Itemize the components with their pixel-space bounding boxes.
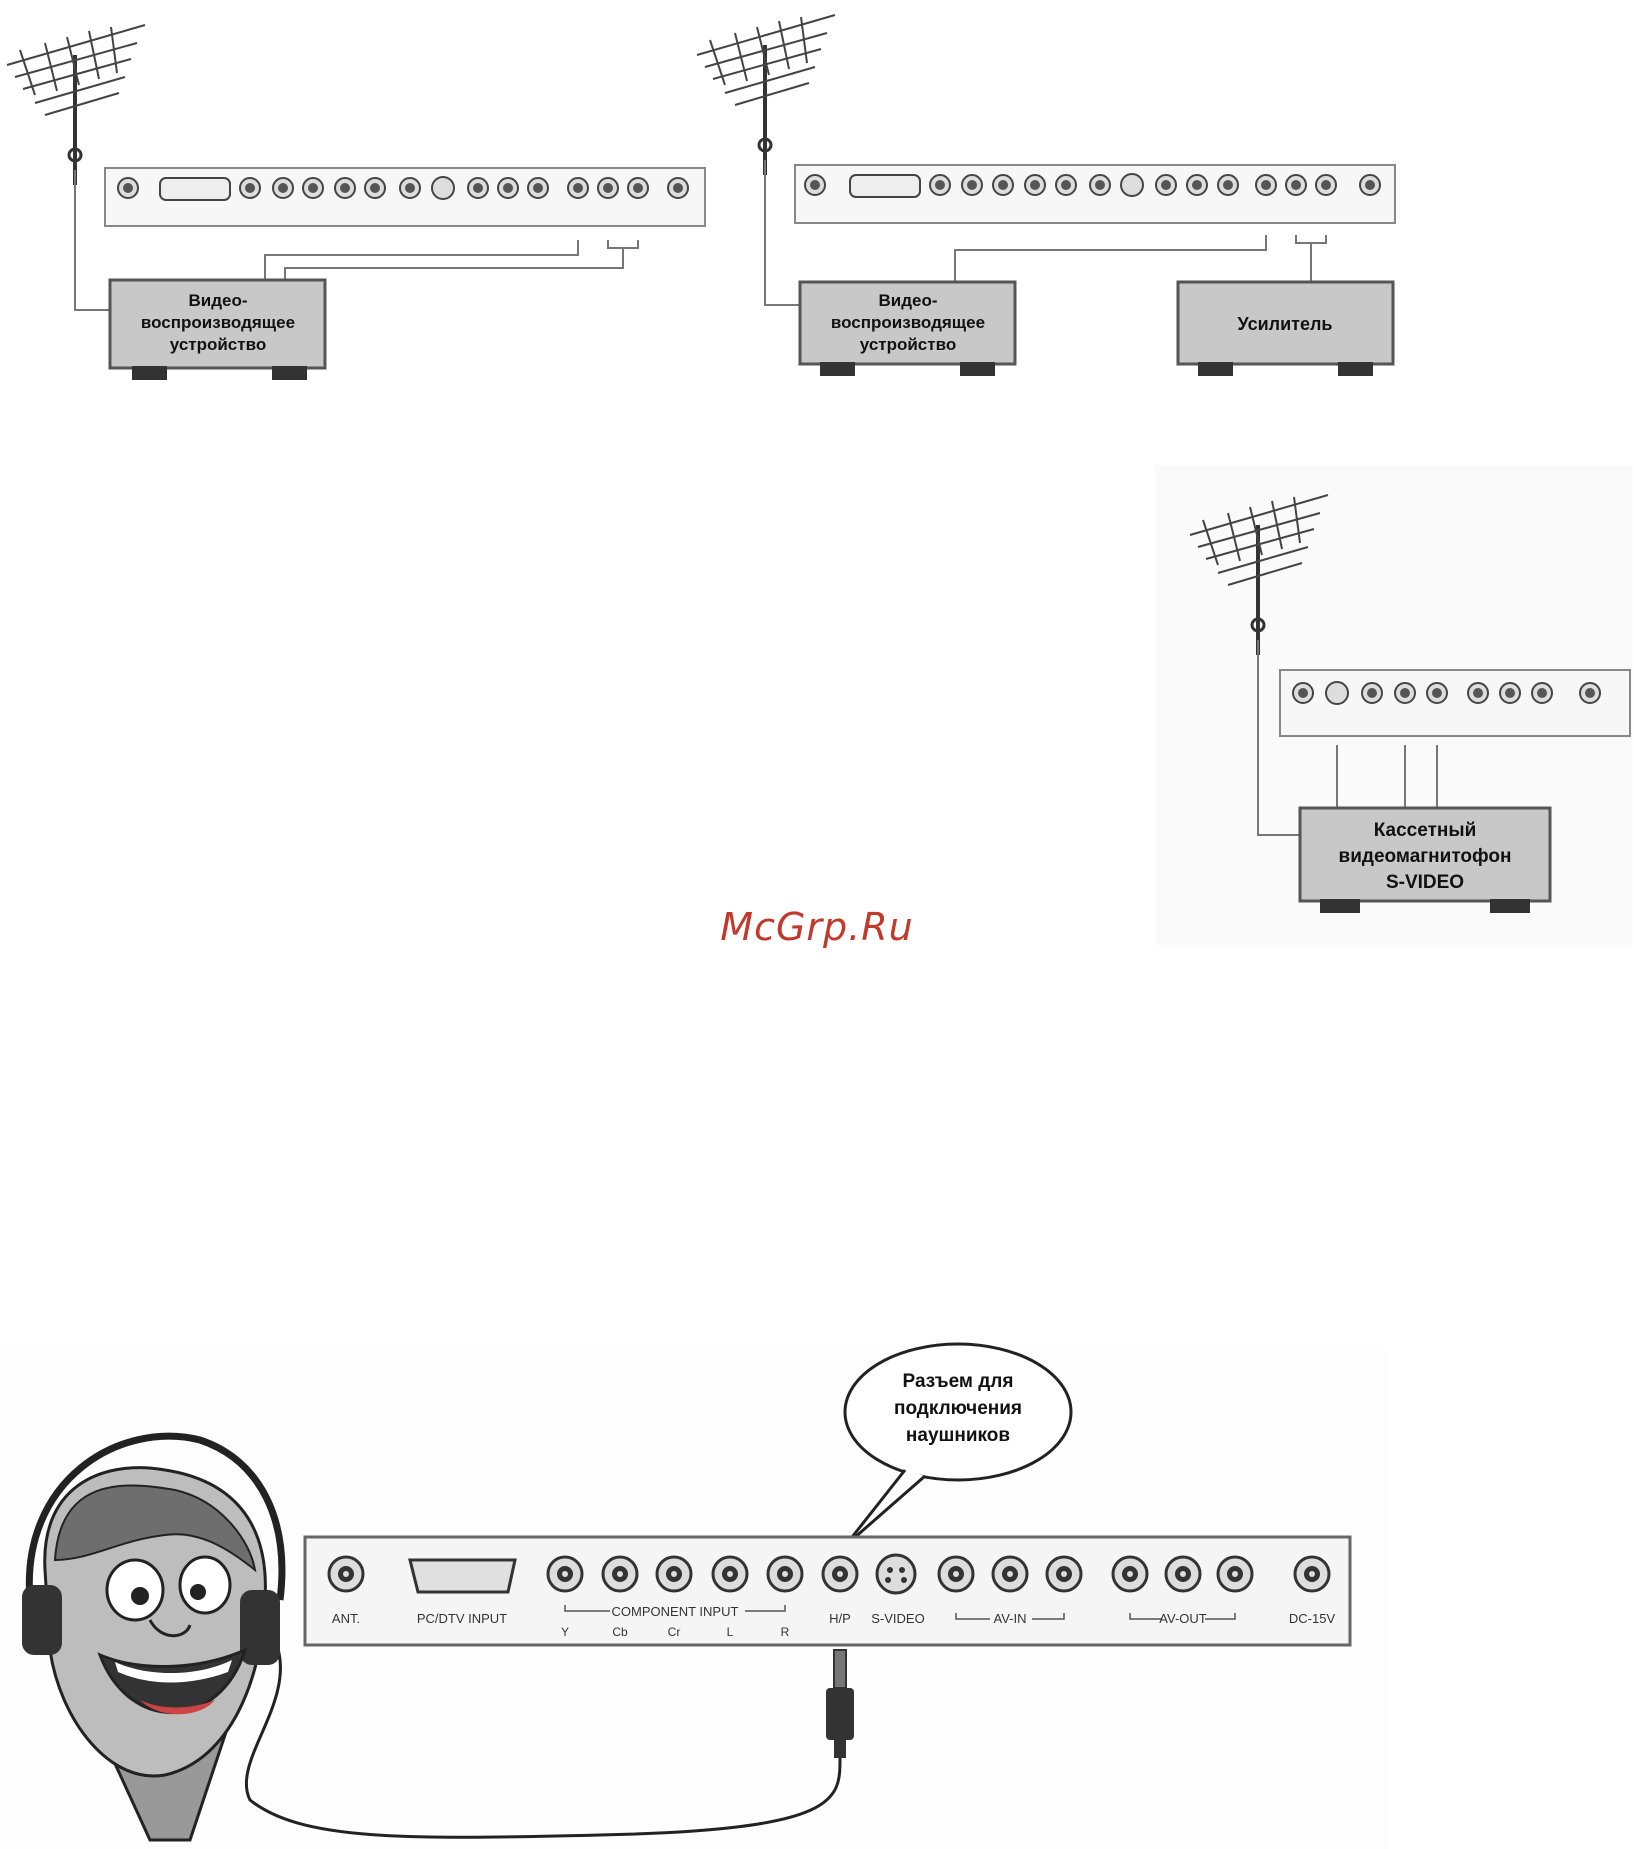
label-comp-r: R [781,1625,790,1639]
callout-line-2: подключения [894,1398,1022,1419]
diagram-1: Видео- воспроизводящее устройство [7,25,705,380]
device-label-line-3: устройство [170,335,266,354]
label-av-in: AV-IN [994,1611,1027,1626]
label-svideo: S-VIDEO [871,1611,924,1626]
label-component: COMPONENT INPUT [612,1604,739,1619]
label-hp: H/P [829,1611,851,1626]
antenna-icon-1 [7,25,145,185]
ant-jack [329,1557,363,1591]
diagram-3: Кассетный видеомагнитофон S-VIDEO [1155,465,1633,945]
video-player-box-2: Видео- воспроизводящее устройство [800,282,1015,376]
label-dc: DC-15V [1289,1611,1336,1626]
label-comp-cr: Cr [668,1625,681,1639]
device-label-line-3: устройство [860,335,956,354]
vcr-box: Кассетный видеомагнитофон S-VIDEO [1300,808,1550,913]
callout-line-3: наушников [906,1425,1010,1446]
device-label-line-2: воспроизводящее [141,313,295,332]
device-label-line-2: воспроизводящее [831,313,985,332]
svideo-jack [877,1555,915,1593]
pc-dtv-connector [410,1560,515,1592]
headphones-diagram: Разъем для подключения наушников ANT. PC… [0,1344,1390,1849]
vcr-label-line-3: S-VIDEO [1386,872,1464,893]
watermark: McGrp.Ru [0,905,1634,949]
hp-jack [823,1557,857,1591]
device-label-line-1: Видео- [188,291,247,310]
vcr-label-line-1: Кассетный [1374,820,1477,841]
amplifier-box: Усилитель [1178,282,1393,376]
label-comp-l: L [727,1625,734,1639]
label-pc-dtv: PC/DTV INPUT [417,1611,507,1626]
callout-line-1: Разъем для [903,1371,1014,1392]
label-comp-cb: Cb [612,1625,628,1639]
device-label-line-1: Видео- [878,291,937,310]
label-comp-y: Y [561,1625,569,1639]
label-ant: ANT. [332,1611,360,1626]
amplifier-label: Усилитель [1238,314,1333,334]
rear-panel-jacks [329,1555,1329,1593]
diagram-2: Видео- воспроизводящее устройство Усилит… [697,15,1395,376]
label-av-out: AV-OUT [1159,1611,1206,1626]
antenna-icon-2 [697,15,835,175]
vcr-label-line-2: видеомагнитофон [1339,846,1512,867]
video-player-box-1: Видео- воспроизводящее устройство [110,280,325,380]
